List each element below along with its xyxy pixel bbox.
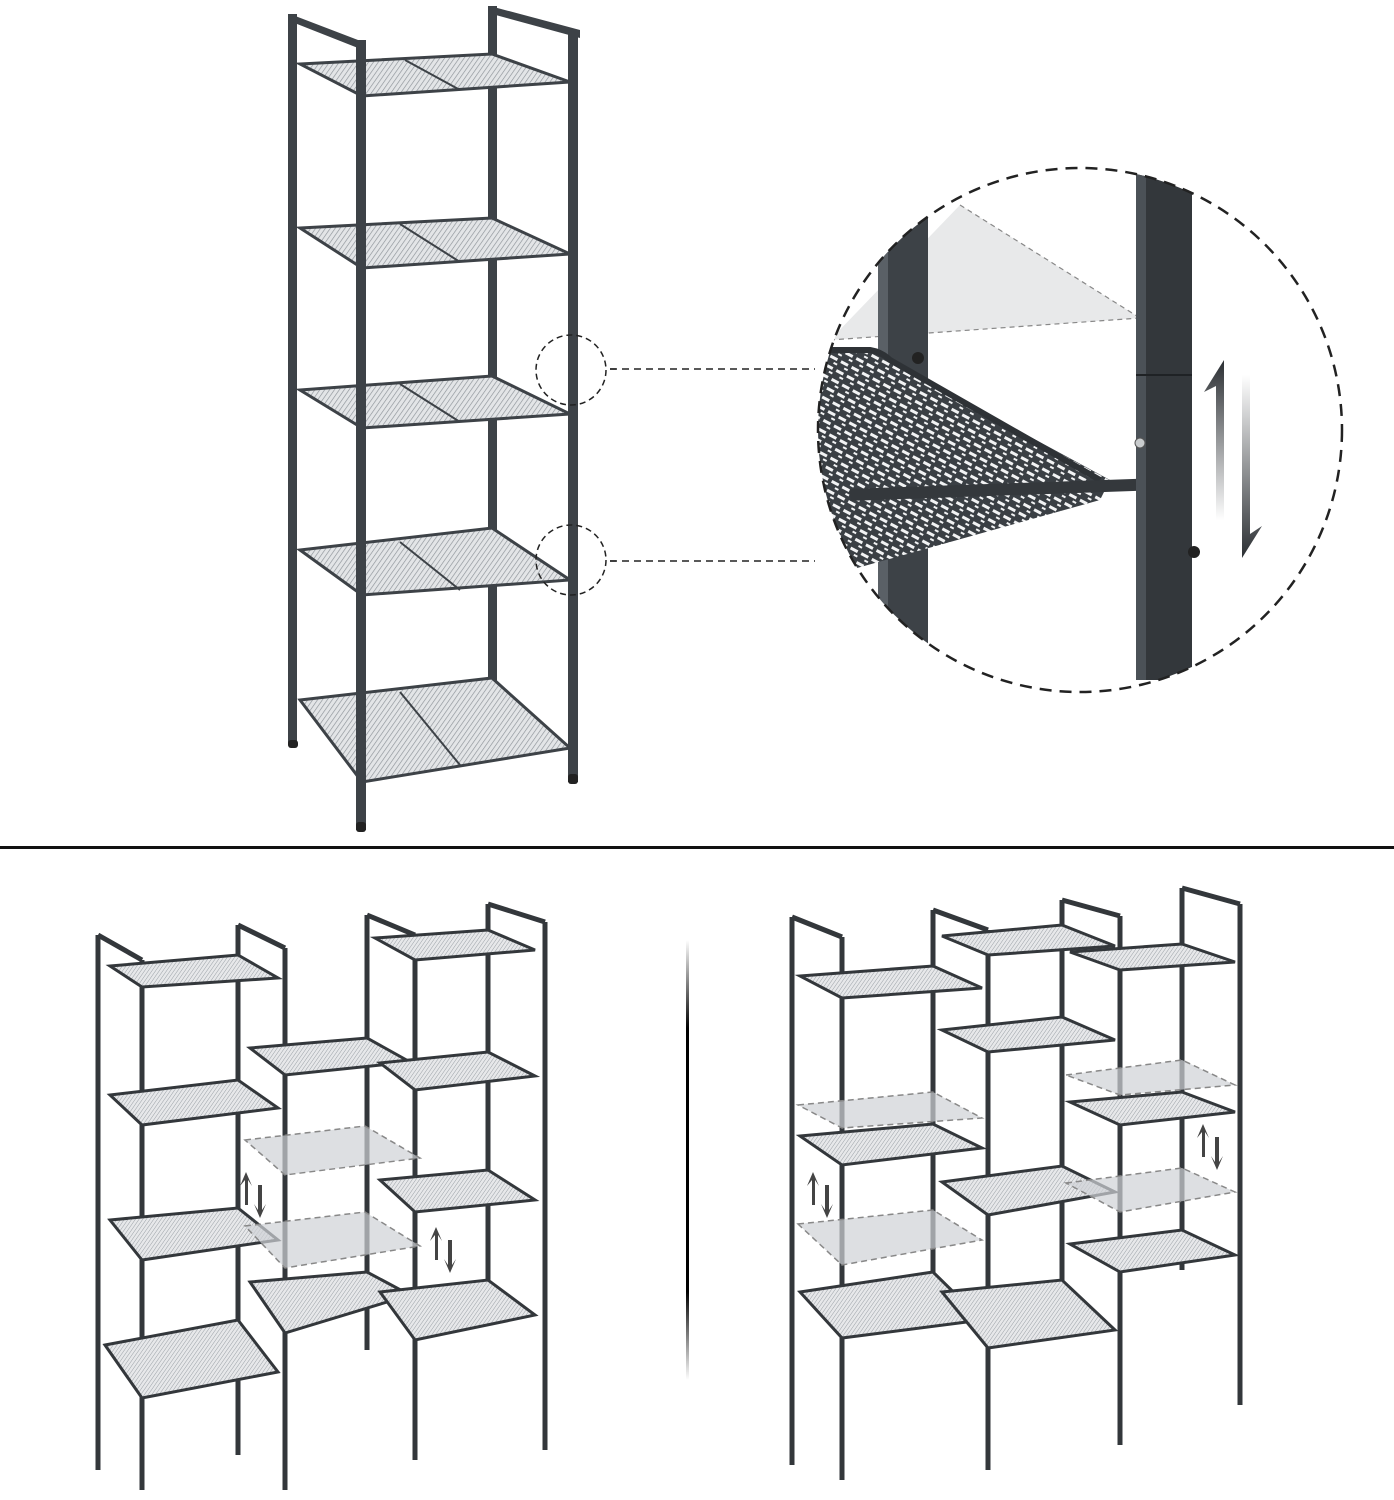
configuration-a-illustration: Configuration A [80,890,580,1490]
detail-circle-lower [535,524,607,596]
up-down-arrows-icon [1204,360,1262,558]
tall-shelf-illustration: 5-tier tall shelf [270,0,620,840]
shelf-tier-3 [295,374,576,430]
detail-circle-outline [816,166,1344,694]
shelf-tier-5 [297,676,574,784]
section-divider-vertical [686,940,689,1380]
section-divider-horizontal [0,846,1394,849]
up-down-arrows-icon [240,1172,456,1273]
up-down-arrows-icon [807,1124,1223,1218]
tall-shelf-svg [288,6,620,832]
shelf-tier-4 [295,526,575,597]
connector-lines [610,368,815,562]
configuration-b-illustration: Configuration B [770,880,1270,1490]
shelf-tier-1 [294,52,571,98]
detail-circle-upper [535,334,607,406]
shelf-tier-2 [295,216,571,270]
detail-magnified-view: Detail view: adjustable shelf height [810,160,1350,700]
